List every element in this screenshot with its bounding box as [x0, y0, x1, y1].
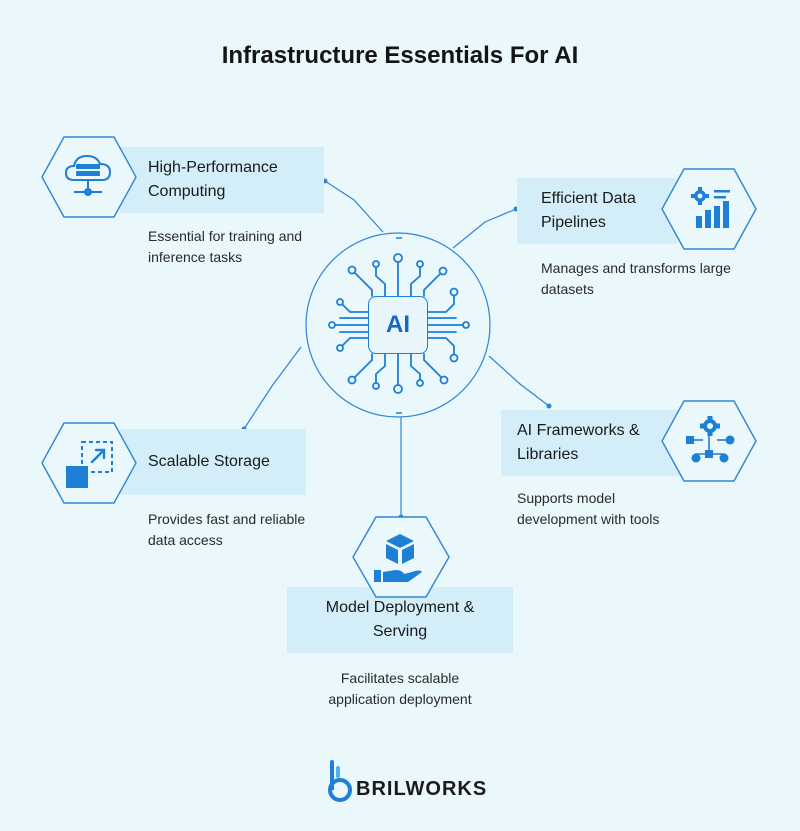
center-ring	[305, 232, 491, 418]
frameworks-description: Supports model development with tools	[517, 490, 660, 527]
gear-network-icon	[661, 400, 757, 482]
deployment-label-box: Model Deployment & Serving	[287, 587, 513, 653]
storage-heading: Scalable Storage	[148, 453, 270, 470]
hand-cube-icon	[352, 516, 450, 598]
pipelines-heading: Efficient Data Pipelines	[541, 190, 636, 231]
connector-frameworks	[488, 355, 550, 407]
connector-storage	[243, 346, 302, 430]
brand-logo: BRILWORKS	[328, 758, 488, 804]
brilworks-logo-icon	[328, 760, 352, 802]
frameworks-heading: AI Frameworks & Libraries	[517, 422, 640, 463]
connector-pipelines	[452, 208, 517, 249]
hpc-description: Essential for training and inference tas…	[148, 228, 303, 265]
pipelines-label-box: Efficient Data Pipelines	[517, 178, 677, 244]
circuit-nodes	[328, 253, 470, 394]
storage-description: Provides fast and reliable data access	[148, 511, 306, 548]
connector-hpc	[324, 180, 384, 233]
brand-name: BRILWORKS	[356, 778, 488, 800]
ai-chip: AI	[368, 296, 428, 354]
page-title: Infrastructure Essentials For AI	[221, 42, 579, 69]
deployment-description: Facilitates scalable application deploym…	[328, 670, 472, 707]
hpc-heading: High-Performance Computing	[148, 159, 278, 200]
deployment-heading: Model Deployment & Serving	[325, 599, 475, 640]
pipelines-description: Manages and transforms large datasets	[541, 260, 731, 297]
hpc-label-box: High-Performance Computing	[120, 147, 324, 213]
cloud-server-icon	[41, 136, 137, 218]
circuit-traces	[333, 259, 465, 387]
gear-bar-chart-icon	[661, 168, 757, 250]
frameworks-label-box: AI Frameworks & Libraries	[501, 410, 681, 476]
expand-square-icon	[41, 422, 137, 504]
storage-label-box: Scalable Storage	[120, 429, 306, 495]
